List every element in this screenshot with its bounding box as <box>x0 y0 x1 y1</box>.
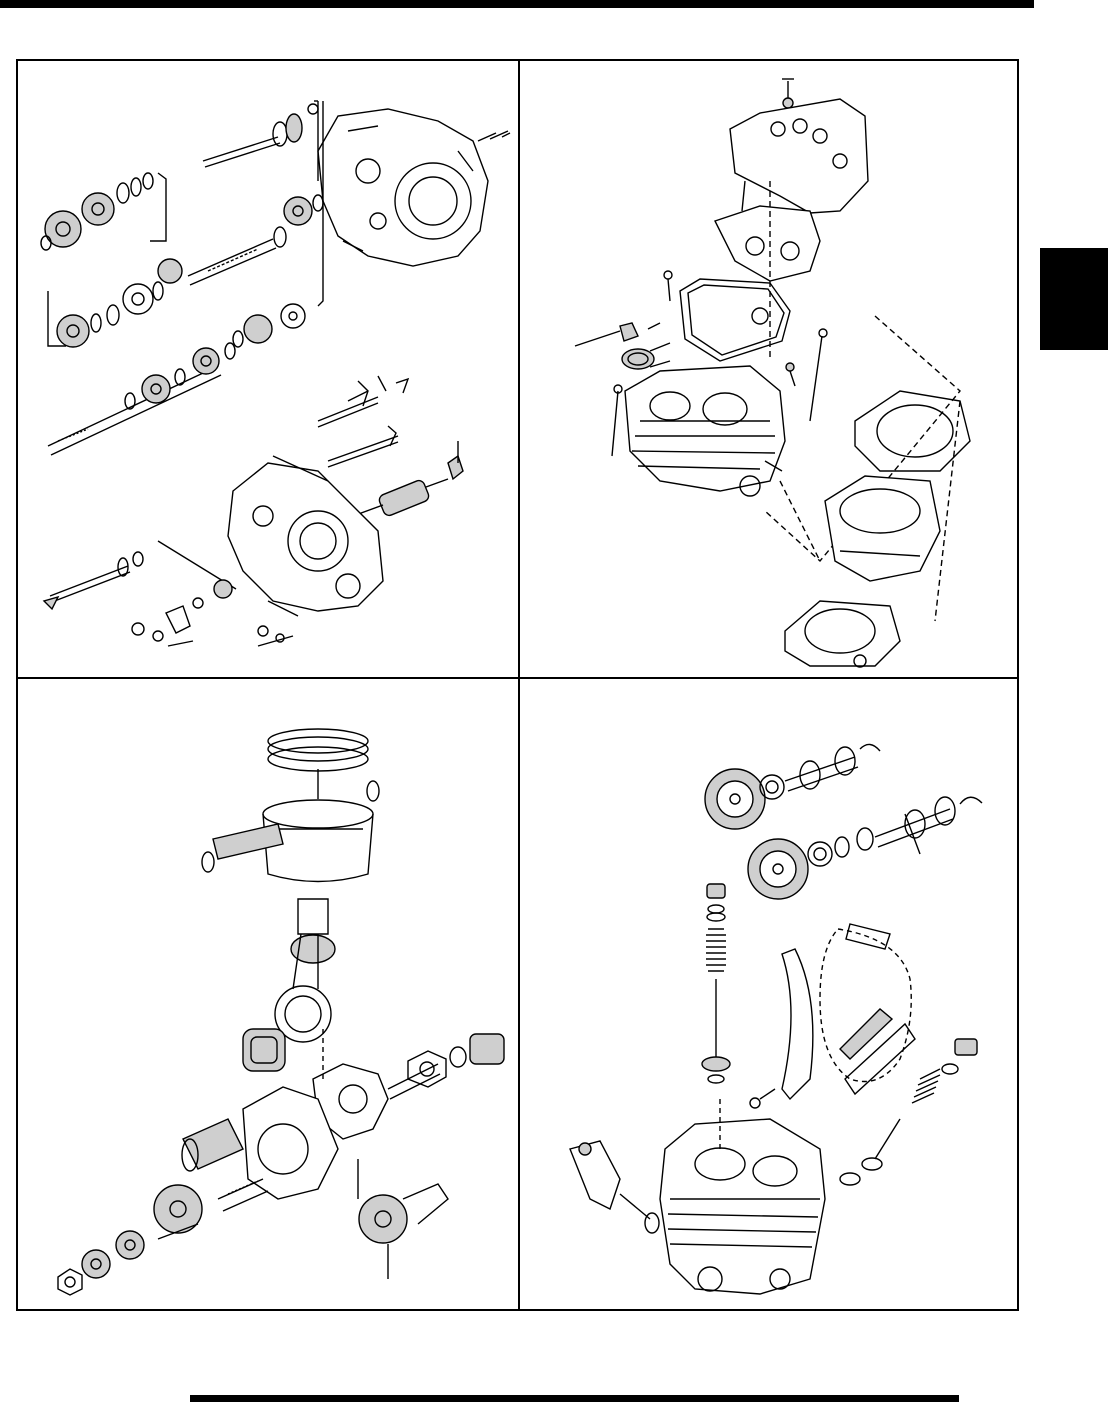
header-rule <box>0 0 1034 8</box>
camshaft-valvetrain-diagram <box>520 679 1019 1309</box>
transmission-crankcase-diagram <box>18 61 518 677</box>
footer-rule <box>190 1395 959 1402</box>
cylinder-head-diagram <box>520 61 1019 677</box>
piston-crankshaft-diagram <box>18 679 518 1309</box>
section-tab <box>1040 248 1108 350</box>
illustration-grid <box>16 59 1019 1311</box>
